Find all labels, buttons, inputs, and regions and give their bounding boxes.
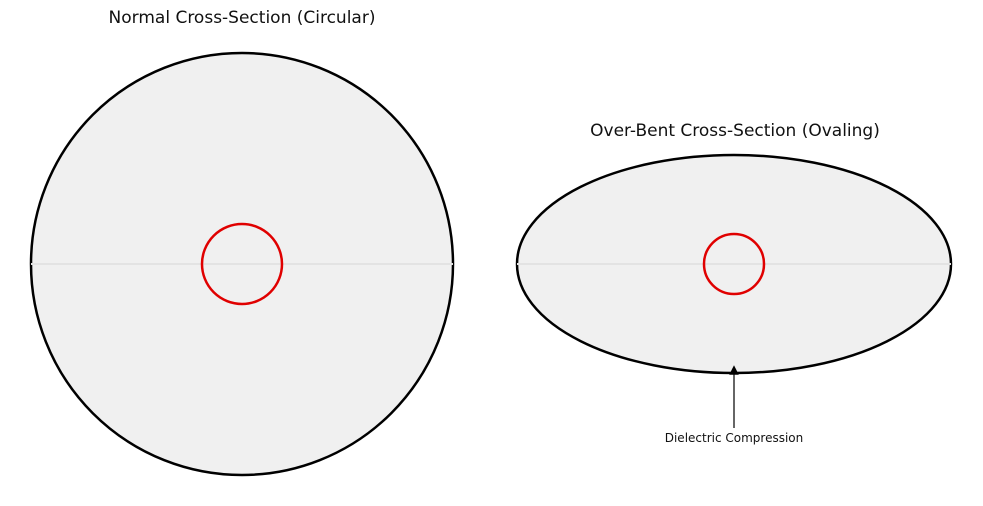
normal-cross-section-panel: Normal Cross-Section (Circular) — [29, 8, 455, 477]
dielectric-compression-label: Dielectric Compression — [665, 431, 804, 445]
normal-cross-section-title: Normal Cross-Section (Circular) — [109, 8, 376, 28]
overbent-cross-section-panel: Over-Bent Cross-Section (Ovaling) Dielec… — [515, 121, 953, 445]
normal-inner-conductor — [200, 222, 284, 306]
overbent-inner-conductor — [702, 232, 766, 296]
overbent-cross-section-title: Over-Bent Cross-Section (Ovaling) — [590, 121, 880, 141]
